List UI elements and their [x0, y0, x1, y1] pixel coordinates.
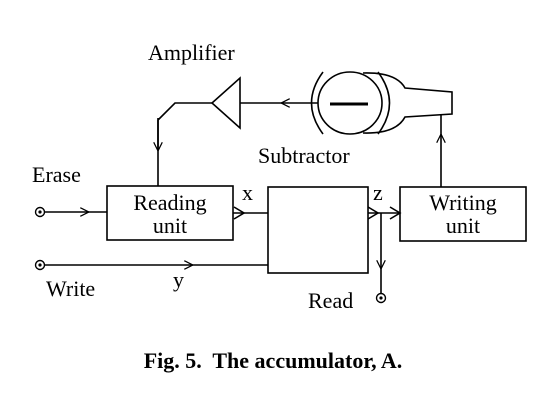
reading-unit-label-2: unit — [153, 213, 187, 238]
reading-unit-box — [106, 185, 234, 241]
read-label: Read — [308, 288, 353, 313]
reading-unit-label-1: Reading — [133, 190, 206, 215]
figure-caption: Fig. 5. The accumulator, A. — [144, 348, 403, 373]
writing-unit-label-1: Writing — [429, 190, 497, 215]
z-arrow-2 — [389, 206, 402, 220]
writing-unit-box — [399, 186, 527, 242]
write-label: Write — [46, 276, 95, 301]
subtractor-label: Subtractor — [258, 143, 350, 168]
erase-terminal-icon[interactable] — [34, 206, 46, 218]
read-terminal-icon[interactable] — [375, 292, 387, 304]
erase-label: Erase — [32, 162, 81, 187]
y-label: y — [173, 267, 184, 292]
amplifier-triangle-icon — [210, 76, 241, 130]
subtractor-box — [267, 186, 369, 274]
z-label: z — [373, 180, 383, 205]
amplifier-label: Amplifier — [148, 40, 235, 65]
amplifier-to-reading-wire — [157, 102, 212, 148]
writing-unit-label-2: unit — [446, 213, 480, 238]
write-terminal-icon[interactable] — [34, 259, 46, 271]
storage-tube-icon — [310, 71, 453, 135]
z-arrow — [367, 206, 380, 220]
x-arrow — [233, 206, 246, 220]
x-label: x — [242, 180, 253, 205]
